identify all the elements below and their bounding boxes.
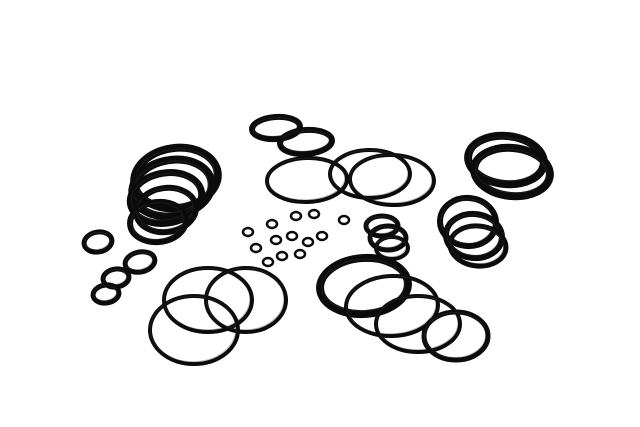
o-ring-tiny bbox=[301, 236, 315, 248]
o-ring-medium bbox=[249, 113, 303, 143]
o-ring-thin bbox=[162, 266, 254, 334]
o-ring-small bbox=[122, 249, 158, 275]
o-ring-medium-highlight bbox=[130, 202, 184, 240]
o-ring-small-highlight bbox=[103, 268, 127, 286]
o-ring-large bbox=[348, 152, 436, 208]
o-ring-tiny bbox=[275, 250, 289, 262]
o-ring-tiny bbox=[241, 226, 255, 238]
o-ring-medium-highlight bbox=[280, 130, 330, 152]
o-ring-large-highlight bbox=[474, 148, 548, 194]
o-ring-large bbox=[126, 169, 206, 227]
o-ring-thin-highlight bbox=[345, 275, 437, 335]
o-ring-large-highlight bbox=[320, 258, 406, 312]
o-ring-thin bbox=[204, 266, 288, 334]
o-ring-medium bbox=[127, 198, 189, 246]
o-ring-tiny bbox=[249, 242, 263, 254]
o-ring-tiny bbox=[289, 210, 303, 222]
o-ring-large-highlight bbox=[329, 149, 409, 197]
o-ring-large-highlight bbox=[266, 157, 346, 201]
o-ring-tiny bbox=[315, 230, 329, 242]
o-ring-thin bbox=[344, 273, 440, 339]
o-ring-large-highlight bbox=[349, 154, 433, 204]
o-ring-large-highlight bbox=[130, 173, 200, 221]
o-ring-medium-highlight bbox=[446, 214, 500, 256]
o-ring-large bbox=[265, 155, 349, 205]
o-ring-small-highlight bbox=[84, 231, 110, 251]
o-ring-large bbox=[316, 253, 412, 319]
o-ring-thin-highlight bbox=[375, 295, 459, 351]
o-ring-small bbox=[367, 223, 409, 253]
o-ring-tiny bbox=[261, 256, 275, 268]
o-ring-small bbox=[81, 229, 115, 255]
o-ring-medium-highlight bbox=[252, 117, 298, 137]
o-ring-thin bbox=[148, 294, 240, 366]
o-ring-medium bbox=[447, 223, 509, 269]
o-ring-medium bbox=[277, 126, 335, 158]
o-ring-small bbox=[90, 282, 122, 306]
o-ring-large bbox=[470, 143, 554, 201]
o-ring-thin-highlight bbox=[163, 267, 251, 331]
o-ring-small-highlight bbox=[370, 226, 404, 248]
o-ring-small-highlight bbox=[93, 284, 117, 302]
o-ring-medium-highlight bbox=[450, 225, 504, 265]
o-ring-tiny bbox=[337, 214, 351, 226]
o-ring-small-highlight bbox=[375, 236, 407, 258]
o-ring-tiny bbox=[269, 234, 283, 246]
o-ring-tiny bbox=[307, 208, 321, 220]
o-ring-large bbox=[328, 148, 412, 200]
o-ring-tiny bbox=[285, 230, 299, 242]
o-ring-assortment bbox=[81, 113, 554, 366]
o-ring-medium bbox=[421, 309, 491, 363]
o-ring-thin-highlight bbox=[149, 295, 237, 363]
o-ring-medium-highlight bbox=[424, 312, 486, 358]
o-ring-small-highlight bbox=[125, 251, 153, 271]
o-ring-thin bbox=[374, 294, 462, 354]
o-ring-tiny bbox=[293, 248, 307, 260]
o-ring-tiny bbox=[265, 218, 279, 230]
